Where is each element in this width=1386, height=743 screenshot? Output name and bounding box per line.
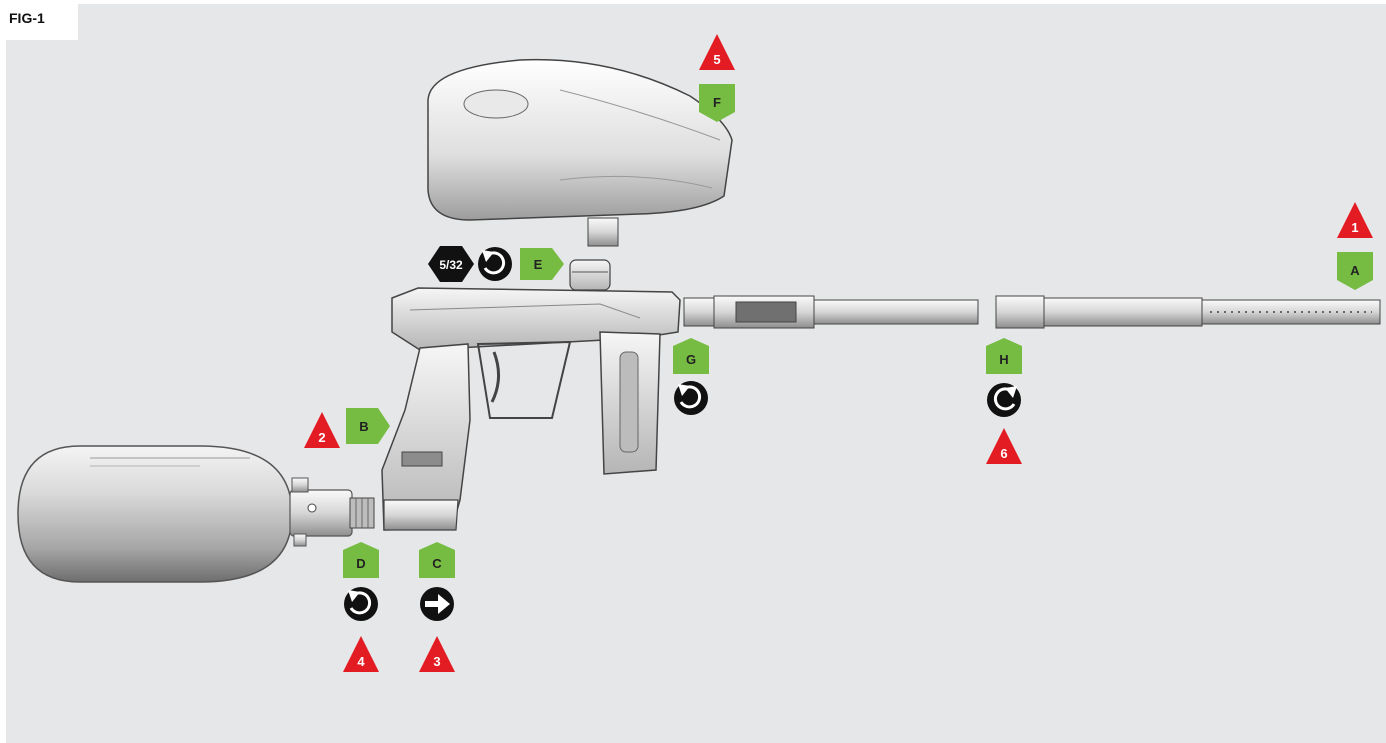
svg-text:H: H <box>999 352 1008 367</box>
rotate-counterclockwise-icon <box>674 381 708 415</box>
hex-key-icon: 5/32 <box>428 246 474 282</box>
part-tag-a: A <box>1337 252 1373 290</box>
part-tag-h: H <box>986 338 1022 374</box>
svg-text:G: G <box>686 352 696 367</box>
marker-body <box>382 260 680 530</box>
svg-text:B: B <box>359 419 368 434</box>
svg-text:F: F <box>713 95 721 110</box>
svg-text:A: A <box>1350 263 1360 278</box>
svg-text:5/32: 5/32 <box>439 258 463 272</box>
rotate-clockwise-icon <box>987 383 1021 417</box>
step-marker-6: 6 <box>986 428 1022 464</box>
step-marker-1: 1 <box>1337 202 1373 238</box>
push-right-icon <box>420 587 454 621</box>
svg-text:D: D <box>356 556 365 571</box>
step-marker-5: 5 <box>699 34 735 70</box>
part-tag-g: G <box>673 338 709 374</box>
rotate-counterclockwise-icon <box>478 247 512 281</box>
svg-text:E: E <box>534 257 543 272</box>
step-marker-3: 3 <box>419 636 455 672</box>
part-tag-e: E <box>520 248 564 280</box>
svg-text:C: C <box>432 556 442 571</box>
svg-text:6: 6 <box>1000 446 1007 461</box>
loader <box>428 60 732 246</box>
barrel-back <box>684 296 978 328</box>
rotate-counterclockwise-icon <box>344 587 378 621</box>
barrel-tip <box>996 296 1380 328</box>
svg-text:3: 3 <box>433 654 440 669</box>
svg-text:4: 4 <box>357 654 365 669</box>
air-tank <box>18 446 374 582</box>
part-tag-c: C <box>419 542 455 578</box>
part-tag-b: B <box>346 408 390 444</box>
step-marker-4: 4 <box>343 636 379 672</box>
svg-text:5: 5 <box>713 52 720 67</box>
step-marker-2: 2 <box>304 412 340 448</box>
part-tag-d: D <box>343 542 379 578</box>
svg-text:2: 2 <box>318 430 325 445</box>
svg-text:1: 1 <box>1351 220 1358 235</box>
